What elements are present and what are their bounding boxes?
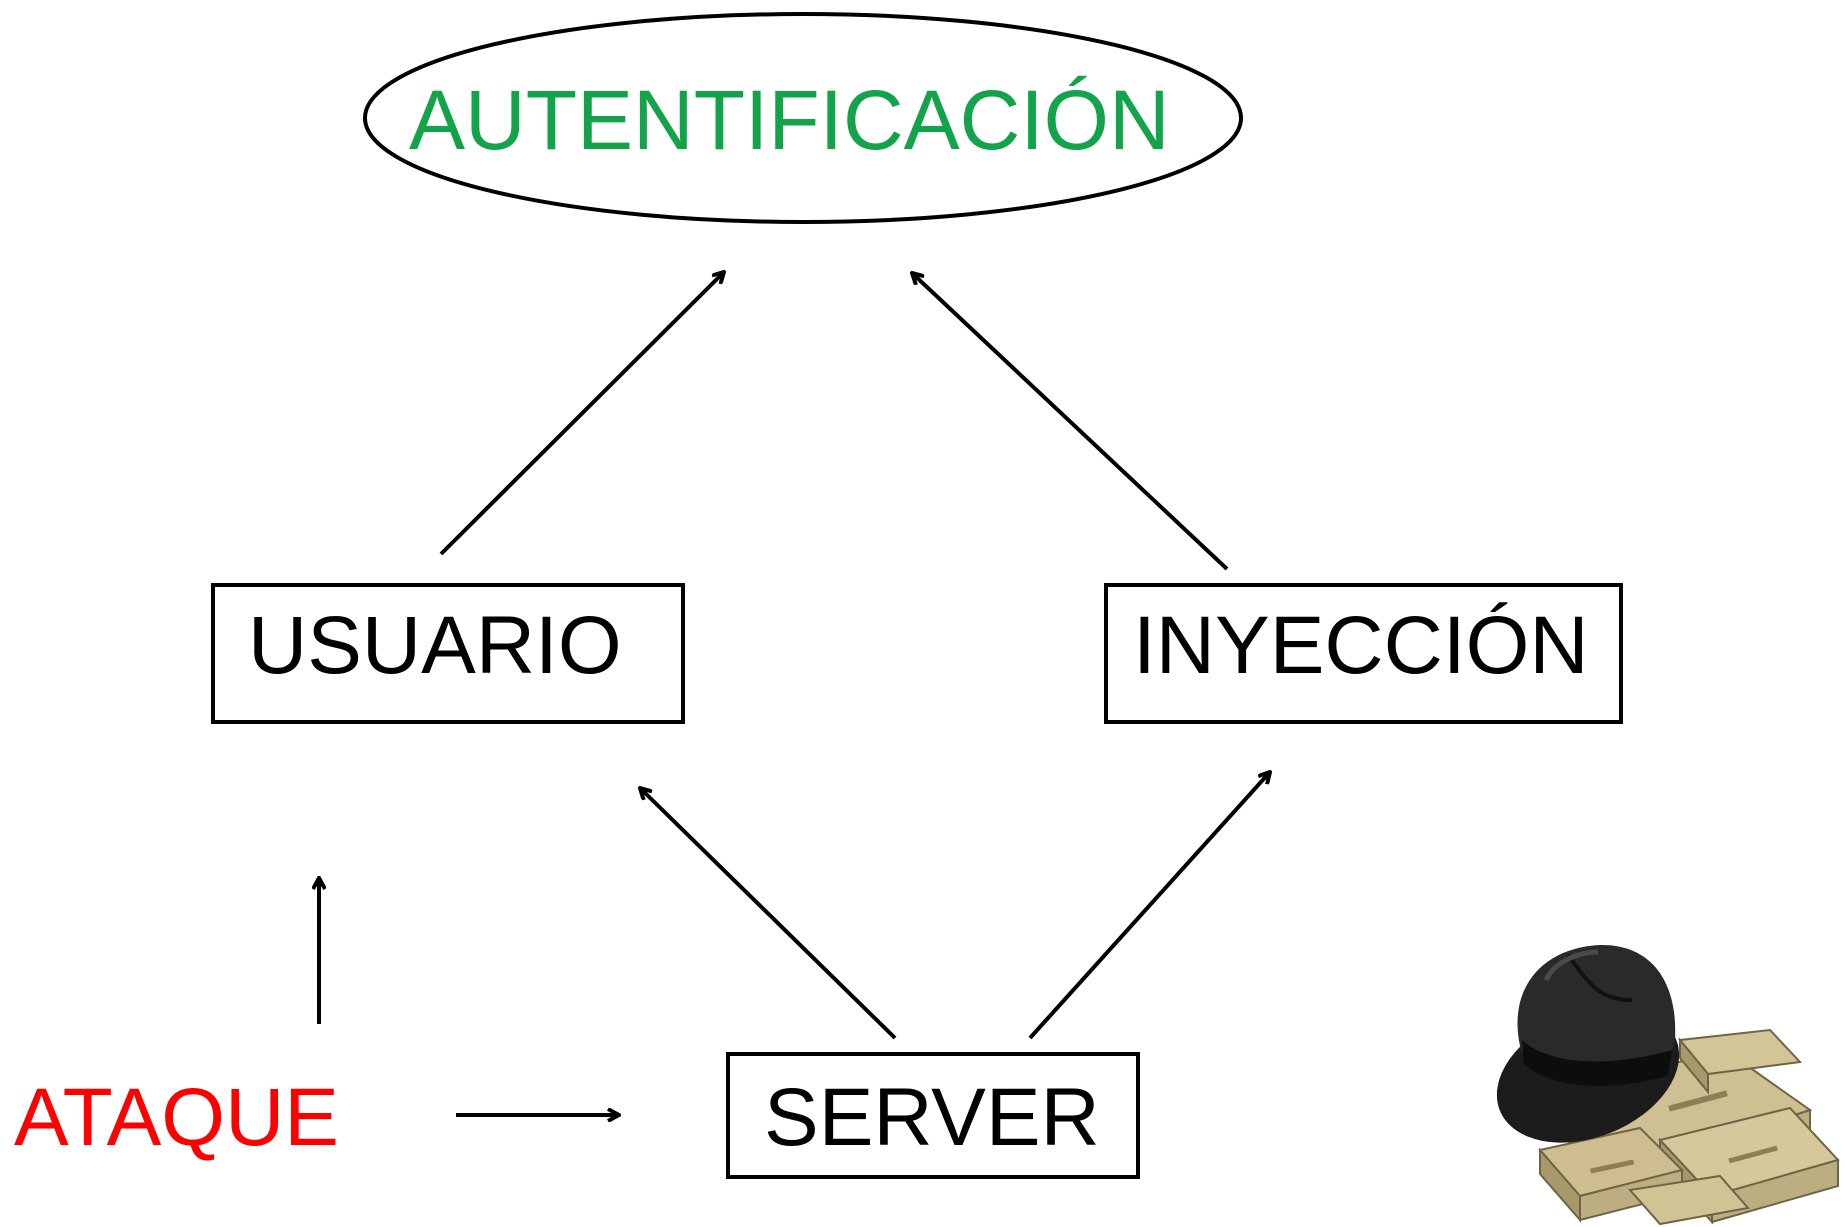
autentificacion-label: AUTENTIFICACIÓN <box>409 73 1170 167</box>
arrow-usuario-to-autentificacion <box>439 272 724 556</box>
arrow-inyeccion-to-autentificacion <box>912 273 1229 571</box>
arrow-server-to-usuario <box>640 788 897 1040</box>
server-box <box>726 1052 1140 1179</box>
arrow-server-to-inyeccion <box>1028 772 1270 1040</box>
server-label: SERVER <box>764 1072 1100 1163</box>
inyeccion-label: INYECCIÓN <box>1133 600 1589 691</box>
inyeccion-box <box>1104 583 1623 724</box>
ataque-label: ATAQUE <box>14 1072 339 1163</box>
hat-and-money-icon <box>1496 944 1840 1226</box>
usuario-label: USUARIO <box>248 600 622 691</box>
autentificacion-ellipse <box>363 12 1243 224</box>
usuario-box <box>211 583 685 724</box>
